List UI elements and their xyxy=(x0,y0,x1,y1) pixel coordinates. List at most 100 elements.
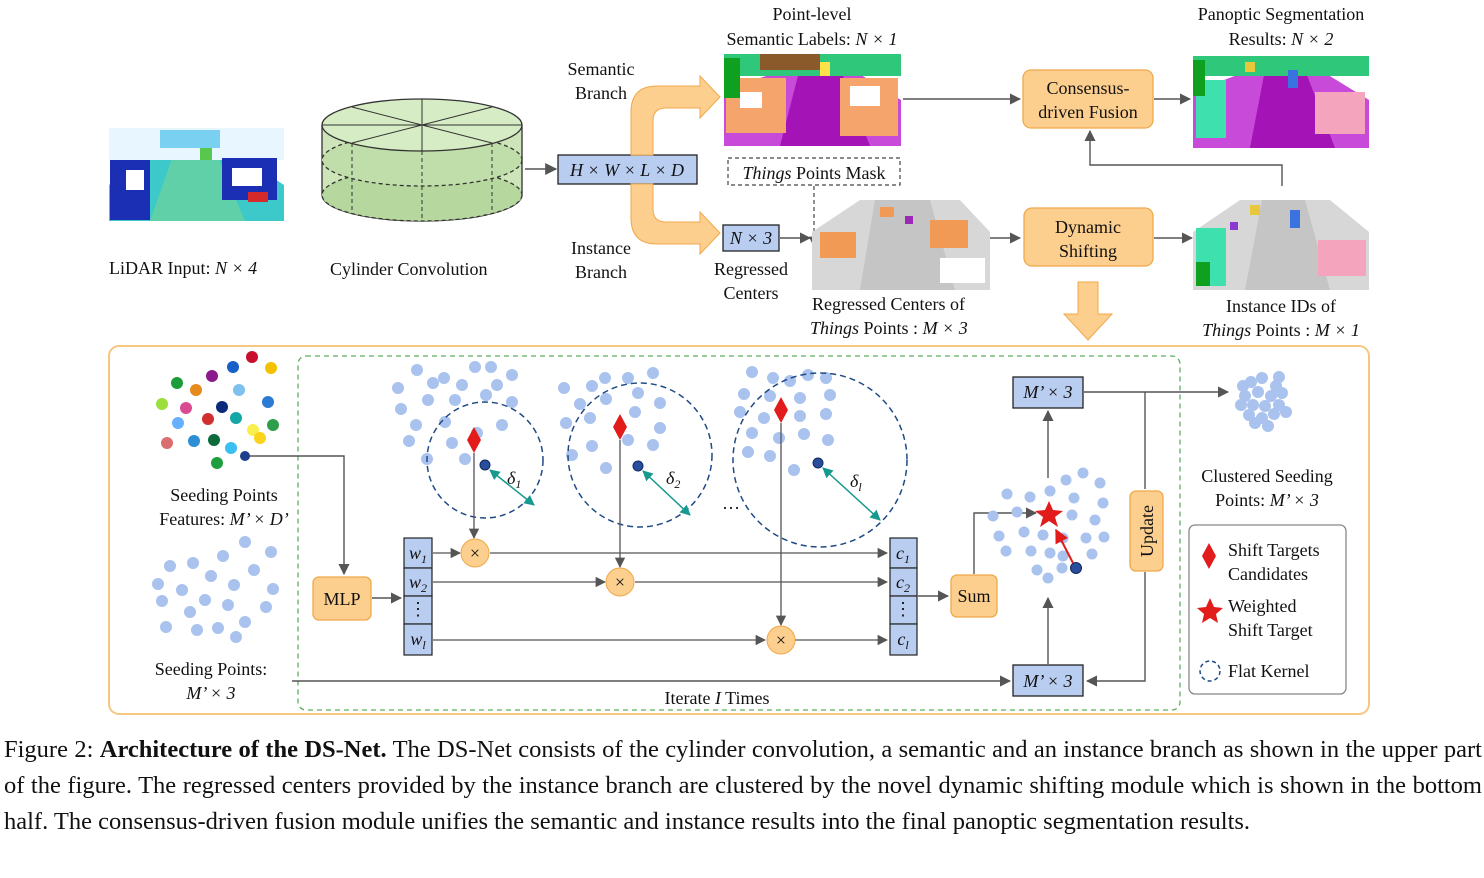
update-box xyxy=(1129,490,1164,572)
undefined xyxy=(734,406,746,418)
legend-flat-kernel-icon xyxy=(1199,660,1221,682)
weights-column xyxy=(403,537,433,656)
shifted-seed-point xyxy=(1070,562,1082,574)
undefined xyxy=(794,392,806,404)
consensus-fusion-box xyxy=(1022,69,1154,129)
flat-kernel-2 xyxy=(567,382,713,528)
undefined xyxy=(1259,400,1271,412)
undefined xyxy=(654,422,666,434)
arrow-instance-to-fusion xyxy=(1084,129,1283,186)
undefined xyxy=(1080,532,1092,544)
mlp-box xyxy=(312,576,372,621)
multiply-node-2 xyxy=(605,567,635,597)
shift-candidate-1 xyxy=(467,427,481,453)
point-level-title-1: Point-level xyxy=(773,4,852,24)
undefined xyxy=(746,366,758,378)
undefined xyxy=(239,616,251,628)
undefined xyxy=(1237,380,1249,392)
dynamic-shifting-detail-panel xyxy=(108,345,1370,715)
undefined xyxy=(456,379,468,391)
undefined xyxy=(180,402,192,414)
ds-net-architecture-diagram: LiDAR Input: N × 4 Cylinder Convolution … xyxy=(108,4,1370,715)
kernel-point-clouds xyxy=(392,361,836,476)
undefined xyxy=(217,550,229,562)
undefined xyxy=(1280,406,1292,418)
undefined xyxy=(802,369,814,381)
undefined xyxy=(742,446,754,458)
undefined xyxy=(208,434,220,446)
undefined xyxy=(410,419,422,431)
arrow-sum-to-target xyxy=(973,507,1038,574)
undefined xyxy=(738,388,750,400)
figure-caption: Figure 2: Architecture of the DS-Net. Th… xyxy=(4,732,1482,840)
n-by-3-label: N × 3 xyxy=(729,228,772,248)
shift-point-cloud xyxy=(987,467,1110,584)
undefined xyxy=(267,583,279,595)
multiply-sign-l: × xyxy=(776,630,786,650)
flat-kernel-l xyxy=(732,372,908,548)
arrow-features-to-mlp xyxy=(247,455,350,576)
undefined xyxy=(574,398,586,410)
flat-kernel-1 xyxy=(426,401,544,519)
undefined xyxy=(1265,390,1277,402)
weight-w2: w2 xyxy=(409,572,427,595)
caption-title: Architecture of the DS-Net. xyxy=(99,736,387,763)
delta-l: δl xyxy=(850,471,862,494)
undefined xyxy=(654,397,666,409)
undefined xyxy=(1068,492,1080,504)
undefined xyxy=(1247,399,1259,411)
undefined xyxy=(248,564,260,576)
undefined xyxy=(558,382,570,394)
regressed-things-label-1: Regressed Centers of xyxy=(812,294,965,314)
voxel-feature-box xyxy=(557,154,698,185)
undefined xyxy=(199,594,211,606)
undefined xyxy=(600,462,612,474)
seeding-features-label-1: Seeding Points xyxy=(170,485,278,505)
undefined xyxy=(1086,548,1098,560)
undefined xyxy=(1098,531,1110,543)
voxel-feature-label: H × W × L × D xyxy=(569,160,684,180)
instance-branch-label-1: Instance xyxy=(571,238,631,258)
zoom-down-arrow xyxy=(1062,281,1114,341)
undefined xyxy=(395,403,407,415)
delta-2: δ2 xyxy=(666,468,680,491)
undefined xyxy=(1273,371,1285,383)
undefined xyxy=(1256,372,1268,384)
output-c1: c1 xyxy=(896,543,910,566)
undefined xyxy=(1276,387,1288,399)
undefined xyxy=(230,412,242,424)
panoptic-title-1: Panoptic Segmentation xyxy=(1198,4,1364,24)
undefined xyxy=(566,449,578,461)
m-prime-3-top-box xyxy=(1012,376,1084,409)
undefined xyxy=(446,437,458,449)
weight-ellipsis: ⋮ xyxy=(409,599,427,619)
undefined xyxy=(227,361,239,373)
dynamic-shifting-label-2: Shifting xyxy=(1059,241,1117,261)
legend-shift-targets-1: Shift Targets xyxy=(1228,540,1320,560)
undefined xyxy=(767,372,779,384)
cylinder-convolution-graphic xyxy=(321,98,523,222)
bandwidth-arrow-1 xyxy=(489,469,535,506)
undefined xyxy=(1060,474,1072,486)
feature-anchor-point xyxy=(240,451,250,461)
undefined xyxy=(1066,509,1078,521)
undefined xyxy=(1044,485,1056,497)
legend-box xyxy=(1188,524,1347,695)
instance-ids-label-2: Things Points : M × 1 xyxy=(1202,320,1360,340)
undefined xyxy=(1000,545,1012,557)
weight-wl: wl xyxy=(410,629,426,652)
undefined xyxy=(629,406,641,418)
dynamic-shifting-box xyxy=(1023,207,1154,267)
undefined xyxy=(1031,564,1043,576)
undefined xyxy=(1057,550,1069,562)
m-prime-3-bottom-box xyxy=(1012,664,1084,697)
undefined xyxy=(586,380,598,392)
undefined xyxy=(265,362,277,374)
undefined xyxy=(161,437,173,449)
legend-star-icon xyxy=(1197,598,1223,623)
output-cl: cl xyxy=(897,629,909,652)
delta-1: δ1 xyxy=(507,468,521,491)
undefined xyxy=(1089,514,1101,526)
undefined xyxy=(506,369,518,381)
mlp-label: MLP xyxy=(323,589,360,609)
